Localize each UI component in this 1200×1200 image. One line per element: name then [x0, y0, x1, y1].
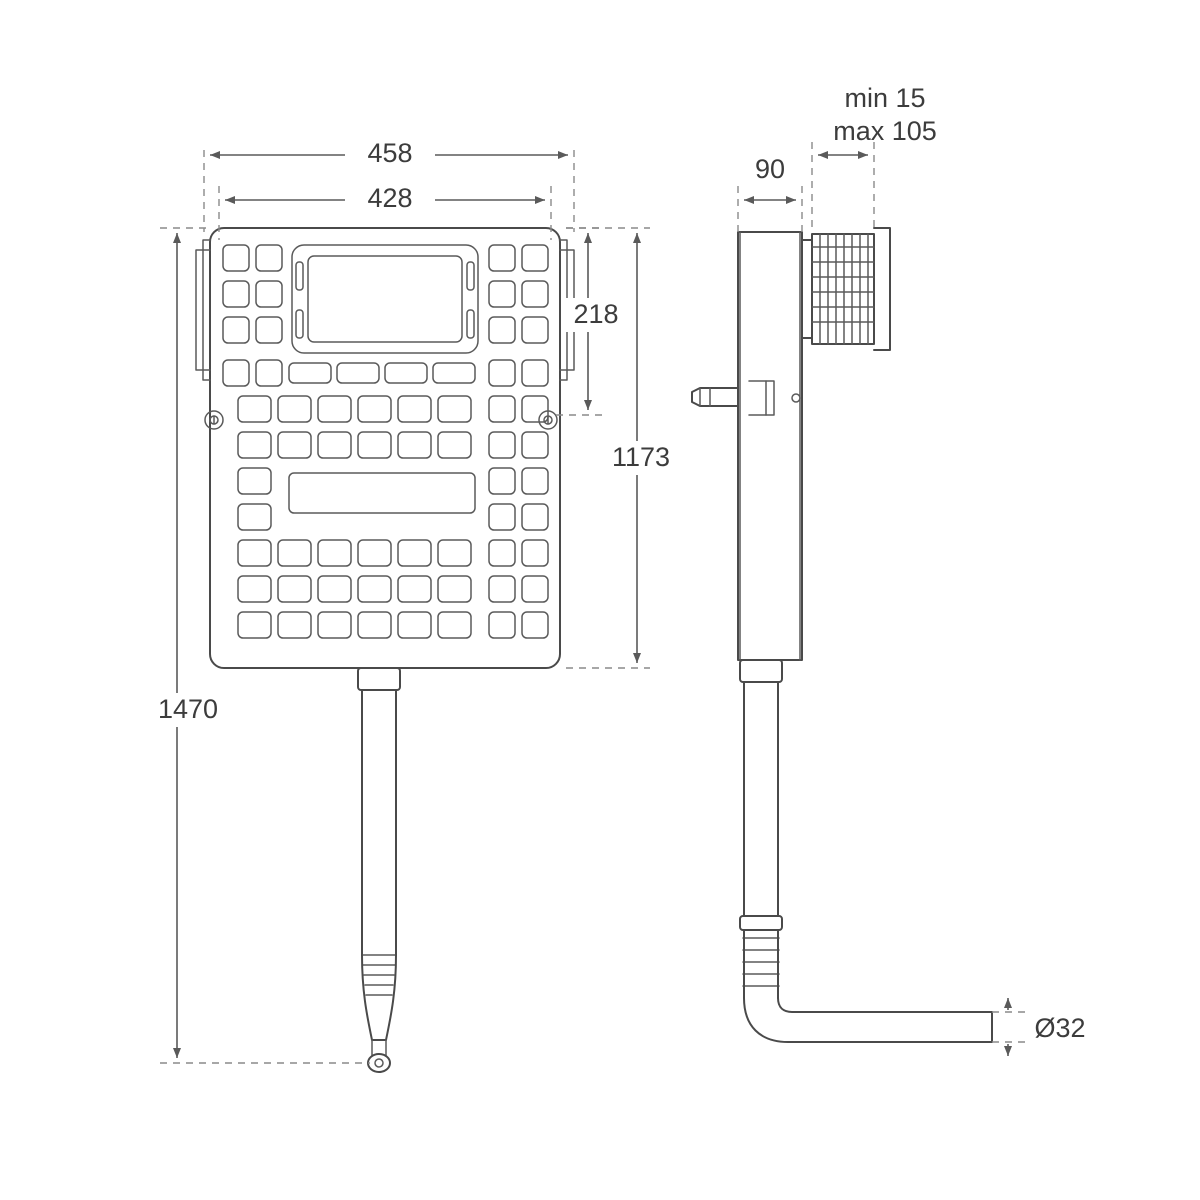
dimension-218-label: 218: [573, 299, 618, 329]
dimension-projection: min 15 max 105: [811, 83, 937, 232]
dimension-1173-label: 1173: [612, 442, 670, 472]
dimension-1470: 1470: [140, 227, 370, 1064]
front-fixing-screw-left: [204, 410, 224, 430]
dimension-458-label: 458: [367, 138, 412, 168]
side-view: 90 min 15 max 105 Ø32: [691, 83, 1086, 1056]
dimension-1470-label: 1470: [158, 694, 218, 724]
front-rib-grid-row-6: [237, 539, 549, 567]
side-actuator-sleeve: [801, 227, 891, 351]
dimension-min-label: min 15: [844, 83, 925, 113]
dimension-90: 90: [737, 152, 803, 236]
side-cistern-body: [737, 231, 803, 661]
dimension-90-label: 90: [755, 154, 785, 184]
front-rib-grid-row-1: [222, 359, 549, 387]
dimension-458: 458: [203, 137, 575, 232]
front-rib-grid-row-5: [237, 503, 549, 531]
front-rib-grid-row-4: [237, 467, 549, 514]
dimension-diameter-label: Ø32: [1034, 1013, 1085, 1043]
dimension-diameter-32: Ø32: [992, 998, 1086, 1056]
front-view: 458 428 218 1173: [140, 137, 684, 1073]
side-flush-pipe: [739, 659, 993, 1043]
side-inlet-connection: [691, 387, 739, 407]
dimension-428: 428: [218, 182, 552, 240]
front-access-panel: [291, 244, 479, 354]
front-rib-grid-row-3: [237, 431, 549, 459]
front-rib-grid-left: [222, 244, 283, 344]
front-rib-grid-row-8: [237, 611, 549, 639]
front-rib-grid-row-7: [237, 575, 549, 603]
front-rib-grid-row-2: [237, 395, 549, 423]
dimension-428-label: 428: [367, 183, 412, 213]
dimension-1173: 1173: [566, 227, 684, 669]
dimension-218: 218: [556, 227, 627, 416]
front-flush-pipe: [357, 667, 401, 1073]
front-rib-grid-right: [488, 244, 549, 344]
dimension-max-label: max 105: [833, 116, 937, 146]
